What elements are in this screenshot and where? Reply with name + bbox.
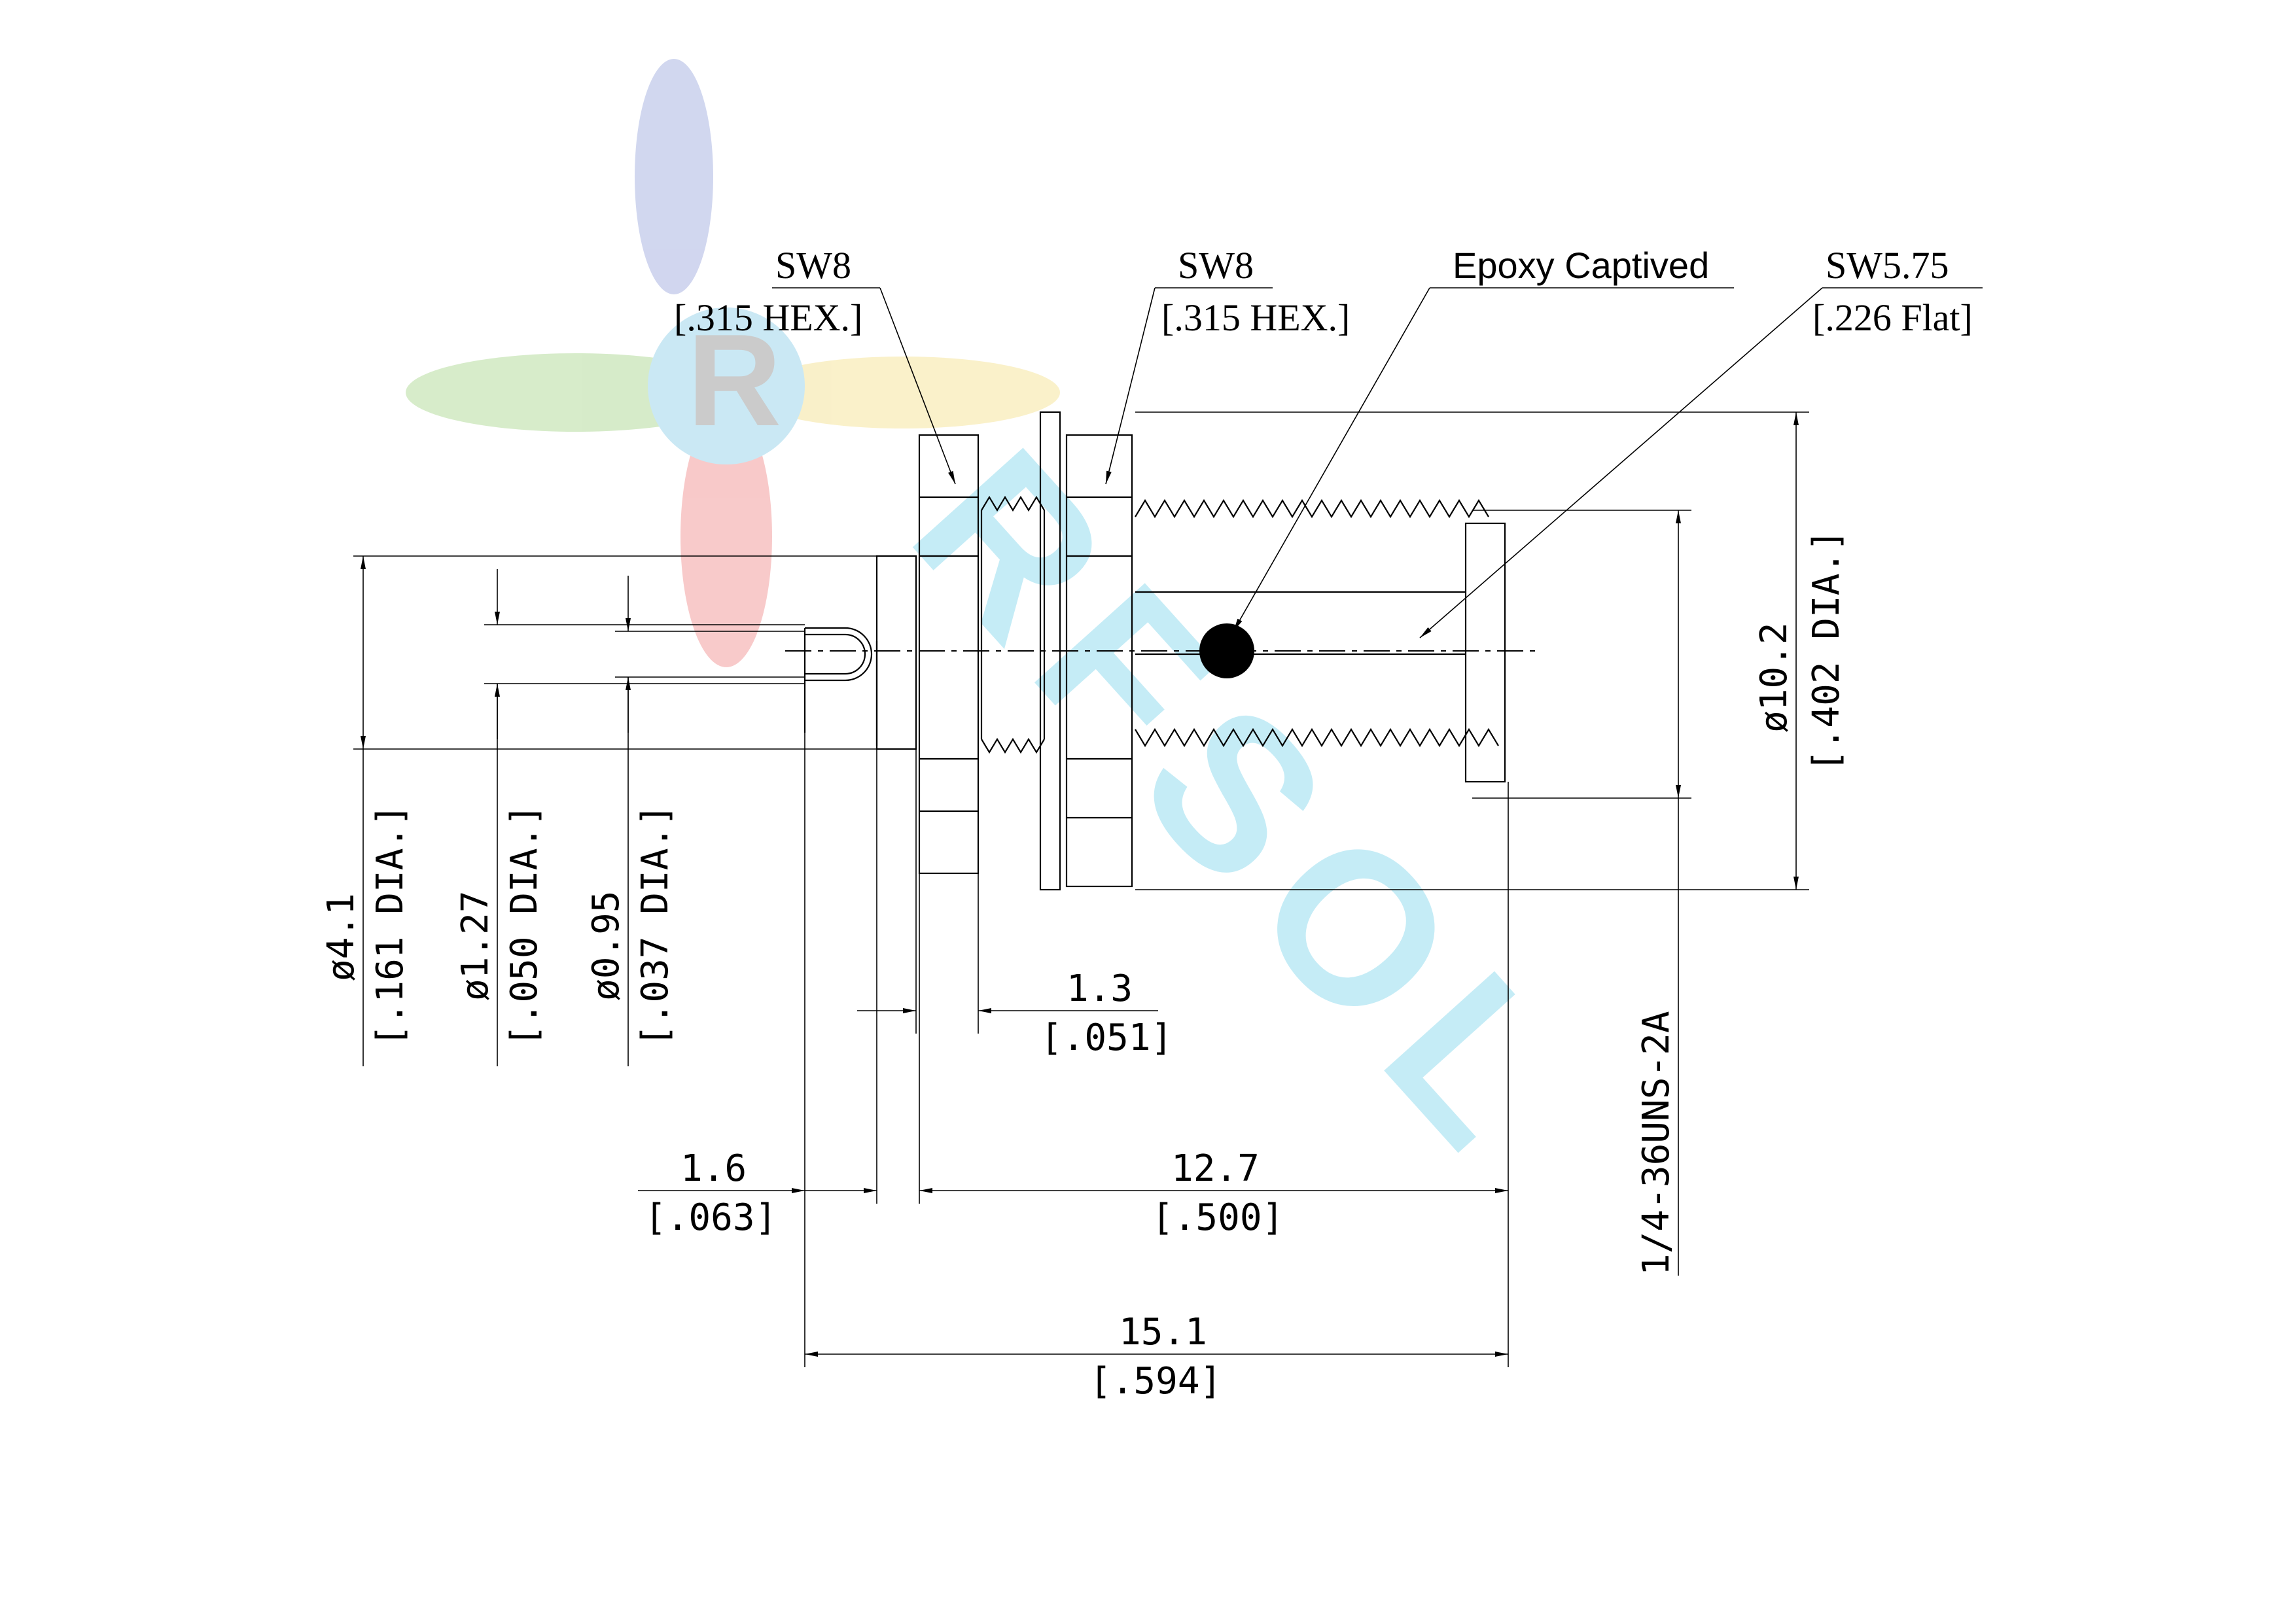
- dim-d102: ø10.2 [.402 DIA.]: [1135, 411, 1848, 890]
- sw8-right-size: SW8: [1178, 244, 1254, 287]
- watermark-word: RFSOL: [869, 406, 1625, 1208]
- d41-mm: ø4.1: [320, 893, 362, 981]
- sw8-left-inch: [.315 HEX.]: [674, 296, 862, 339]
- d41-inch: [.161 DIA.]: [369, 804, 412, 1047]
- d16-mm: 1.6: [680, 1147, 747, 1190]
- d127len-inch: [.500]: [1152, 1196, 1284, 1239]
- d095-inch: [.037 DIA.]: [634, 804, 677, 1047]
- d102-mm: ø10.2: [1753, 622, 1795, 733]
- d127len-mm: 12.7: [1171, 1147, 1260, 1190]
- right-hex-nut: [1065, 434, 1133, 888]
- short-thread-section: [980, 495, 1046, 754]
- watermark-logo: R: [406, 59, 1060, 667]
- callout-sw8-left: SW8 [.315 HEX.]: [674, 244, 956, 485]
- d102-inch: [.402 DIA.]: [1805, 529, 1848, 772]
- threaded-body: [1135, 498, 1506, 783]
- d16-inch: [.063]: [645, 1196, 777, 1239]
- epoxy-dot: [1199, 623, 1254, 678]
- sw575-size: SW5.75: [1826, 244, 1949, 287]
- center-pin: [804, 627, 878, 746]
- left-hex-nut: [918, 434, 980, 875]
- dim-d151: 15.1 [.594]: [804, 680, 1509, 1403]
- dim-d095: ø0.95 [.037 DIA.]: [585, 576, 805, 1066]
- d127-inch: [.050 DIA.]: [503, 804, 546, 1047]
- epoxy-label: Epoxy Captived: [1453, 245, 1709, 286]
- dim-d41: ø4.1 [.161 DIA.]: [320, 555, 877, 1066]
- sw8-left-size: SW8: [775, 244, 851, 287]
- dim-thread: 1/4-36UNS-2A: [1472, 510, 1691, 1276]
- d127-mm: ø1.27: [454, 890, 497, 1001]
- dim-d127: ø1.27 [.050 DIA.]: [454, 569, 805, 1066]
- dim-d127-length: 12.7 [.500]: [919, 782, 1509, 1239]
- insulator-plate: [875, 555, 917, 750]
- sw8-right-inch: [.315 HEX.]: [1161, 296, 1350, 339]
- d13-inch: [.051]: [1040, 1017, 1173, 1059]
- callout-sw575: SW5.75 [.226 Flat]: [1419, 244, 1983, 638]
- sw575-inch: [.226 Flat]: [1812, 296, 1973, 339]
- thread-spec: 1/4-36UNS-2A: [1635, 1011, 1678, 1276]
- callout-epoxy: Epoxy Captived: [1233, 245, 1734, 632]
- d151-inch: [.594]: [1089, 1360, 1222, 1403]
- d095-mm: ø0.95: [585, 890, 627, 1001]
- dim-d16: 1.6 [.063]: [638, 749, 877, 1239]
- watermark-logo-letter: R: [687, 307, 781, 453]
- d13-mm: 1.3: [1067, 968, 1133, 1010]
- d151-mm: 15.1: [1119, 1311, 1207, 1353]
- dim-d13: 1.3 [.051]: [857, 749, 1173, 1059]
- callout-sw8-right: SW8 [.315 HEX.]: [1105, 244, 1350, 485]
